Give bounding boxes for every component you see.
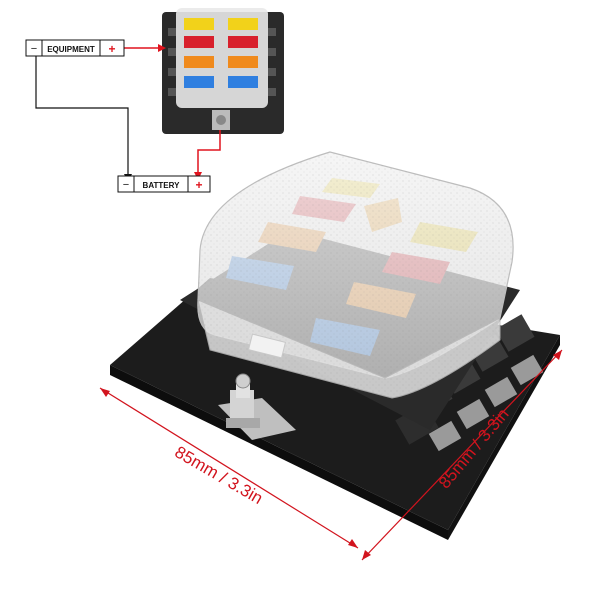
positive-wire-battery <box>197 130 221 176</box>
battery-box: − BATTERY + <box>117 175 211 193</box>
fuse-box-thumbnail <box>162 8 284 134</box>
thumbnail-terminals <box>168 28 276 96</box>
fuse-box <box>110 151 560 540</box>
battery-plus: + <box>195 178 202 192</box>
positive-arrow-icon <box>158 44 166 52</box>
thumbnail-fuse-rows <box>184 18 258 88</box>
width-label: 85mm / 3.3in <box>171 442 266 508</box>
clear-cover <box>197 151 514 399</box>
ground-stud <box>218 373 296 440</box>
cover-latch <box>247 333 287 359</box>
wiring-diagram: − EQUIPMENT + − BATTERY + <box>25 8 284 193</box>
equipment-plus: + <box>108 42 115 56</box>
equipment-label: EQUIPMENT <box>47 45 95 54</box>
negative-wire <box>35 47 129 178</box>
battery-label: BATTERY <box>143 181 181 190</box>
battery-minus: − <box>123 179 129 191</box>
equipment-box: − EQUIPMENT + <box>25 39 125 57</box>
equipment-minus: − <box>31 43 37 55</box>
